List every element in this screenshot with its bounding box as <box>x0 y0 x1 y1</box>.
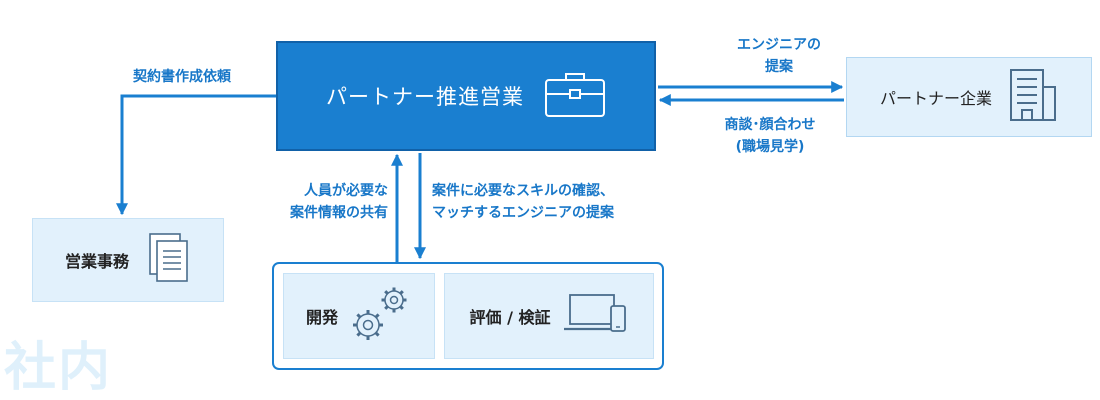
evaluation-title: 評価 / 検証 <box>469 308 551 327</box>
label-meeting-line1: 商談･顔合わせ <box>724 117 816 133</box>
gears-icon <box>350 283 412 349</box>
label-engineer-proposal-line1: エンジニアの <box>737 37 821 53</box>
laptop-phone-icon <box>563 292 629 340</box>
sales-office-node: 営業事務 <box>32 218 224 302</box>
label-skill-check: 案件に必要なスキルの確認、 マッチするエンジニアの提案 <box>432 180 614 224</box>
sales-office-title: 営業事務 <box>64 252 129 271</box>
briefcase-icon <box>544 70 606 122</box>
label-engineer-proposal-line2: 提案 <box>765 59 793 75</box>
partner-company-node: パートナー企業 <box>846 57 1092 137</box>
label-meeting-line2: (職場見学) <box>735 139 805 155</box>
partner-sales-title: パートナー推進営業 <box>326 85 524 109</box>
label-engineer-proposal: エンジニアの 提案 <box>704 34 854 78</box>
label-staff-needs-line1: 人員が必要な <box>304 183 388 199</box>
label-skill-check-line1: 案件に必要なスキルの確認、 <box>432 183 614 199</box>
label-staff-needs: 人員が必要な 案件情報の共有 <box>290 180 388 224</box>
documents-icon <box>147 231 191 289</box>
label-meeting: 商談･顔合わせ (職場見学) <box>690 114 850 158</box>
arrow-to-office <box>116 94 276 216</box>
development-title: 開発 <box>305 308 338 327</box>
partner-sales-node: パートナー推進営業 <box>276 41 656 151</box>
development-node: 開発 <box>283 273 435 359</box>
development-group: 開発 評価 / 検証 <box>272 262 664 370</box>
building-icon <box>1008 67 1058 127</box>
evaluation-node: 評価 / 検証 <box>444 273 654 359</box>
label-staff-needs-line2: 案件情報の共有 <box>290 205 388 221</box>
label-skill-check-line2: マッチするエンジニアの提案 <box>432 205 614 221</box>
internal-watermark: 社内 <box>4 338 113 398</box>
partner-company-title: パートナー企業 <box>879 89 992 108</box>
label-contract-request: 契約書作成依頼 <box>133 69 231 85</box>
